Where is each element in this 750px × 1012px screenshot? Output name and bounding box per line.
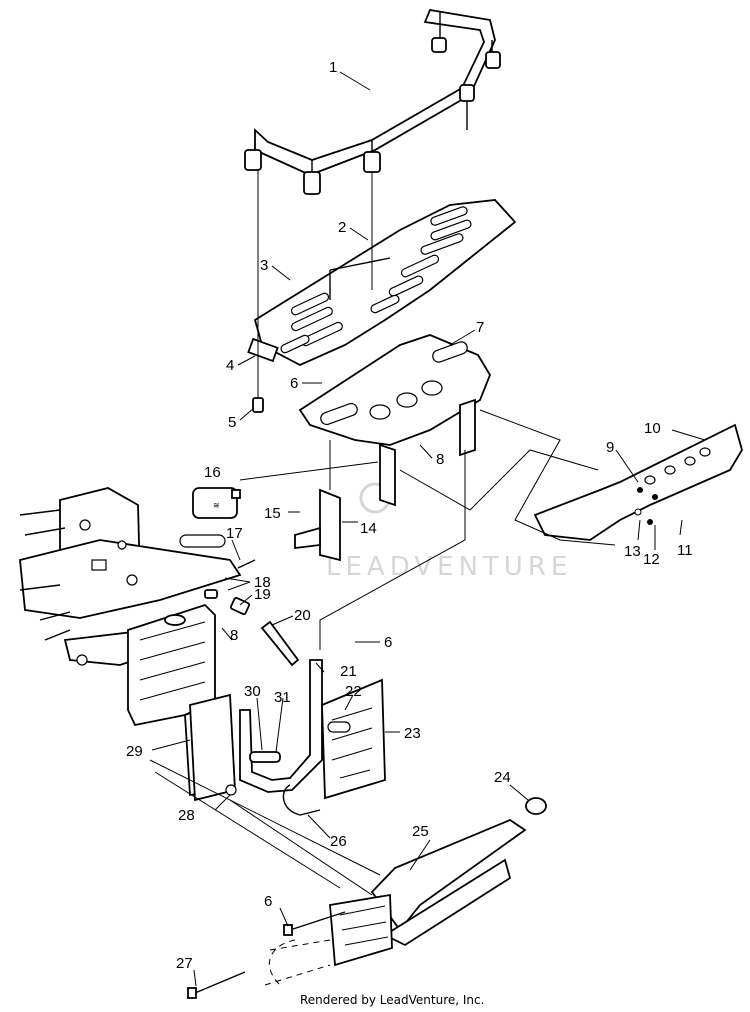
- mount-plate: [298, 334, 492, 507]
- footer-credit: Rendered by LeadVenture, Inc.: [300, 993, 484, 1007]
- watermark: LEADVENTURE: [326, 482, 572, 582]
- callout-20: 20: [294, 607, 311, 624]
- callout-labels: 1 2 3 4 5 6 7 8 9 10 11 12 13 14 15 16 1…: [126, 59, 693, 972]
- clip-19: [204, 589, 251, 616]
- callout-31: 31: [274, 689, 291, 706]
- front-bumper: [264, 797, 547, 986]
- callout-14: 14: [360, 520, 377, 537]
- callout-25: 25: [412, 823, 429, 840]
- callout-6a: 6: [290, 375, 298, 392]
- callout-26: 26: [330, 833, 347, 850]
- callout-22: 22: [345, 683, 362, 700]
- mud-flap: [321, 678, 386, 800]
- leader-lines: [151, 71, 706, 987]
- callout-30: 30: [244, 683, 261, 700]
- rack-plate: [253, 199, 517, 366]
- callout-27: 27: [176, 955, 193, 972]
- bracket-14: [294, 440, 341, 562]
- callout-2: 2: [338, 219, 346, 236]
- callout-4: 4: [226, 357, 234, 374]
- callout-18: 18: [254, 574, 271, 591]
- callout-6b: 6: [384, 634, 392, 651]
- svg-text:≋: ≋: [213, 501, 220, 510]
- callout-5: 5: [228, 414, 236, 431]
- callout-16: 16: [204, 464, 221, 481]
- callout-12: 12: [643, 551, 660, 568]
- main-frame: [19, 487, 242, 666]
- callout-9: 9: [606, 439, 614, 456]
- callout-21: 21: [340, 663, 357, 680]
- callout-19: 19: [254, 586, 271, 603]
- callout-6c: 6: [264, 893, 272, 910]
- tail-light: ≋: [192, 487, 241, 519]
- callout-29: 29: [126, 743, 143, 760]
- bolt-5: [252, 170, 264, 413]
- callout-11: 11: [677, 542, 693, 559]
- callout-8b: 8: [230, 627, 238, 644]
- bolt-27: [187, 971, 246, 999]
- callout-7: 7: [476, 319, 484, 336]
- hitch-tube: [239, 620, 323, 793]
- small-bracket: [247, 337, 279, 363]
- rear-rack-rail: [244, 8, 501, 195]
- callout-13: 13: [624, 543, 641, 560]
- callout-3: 3: [260, 257, 268, 274]
- callout-8a: 8: [436, 451, 444, 468]
- callout-10: 10: [644, 420, 661, 437]
- svg-text:LEADVENTURE: LEADVENTURE: [326, 552, 572, 582]
- rear-bumper: [533, 423, 743, 541]
- callout-24: 24: [494, 769, 511, 786]
- bracket-assembly: [189, 693, 321, 816]
- fastener-17: [237, 559, 256, 569]
- callout-28: 28: [178, 807, 195, 824]
- callout-23: 23: [404, 725, 421, 742]
- callout-15: 15: [264, 505, 281, 522]
- callout-17: 17: [226, 525, 243, 542]
- callout-1: 1: [329, 59, 337, 76]
